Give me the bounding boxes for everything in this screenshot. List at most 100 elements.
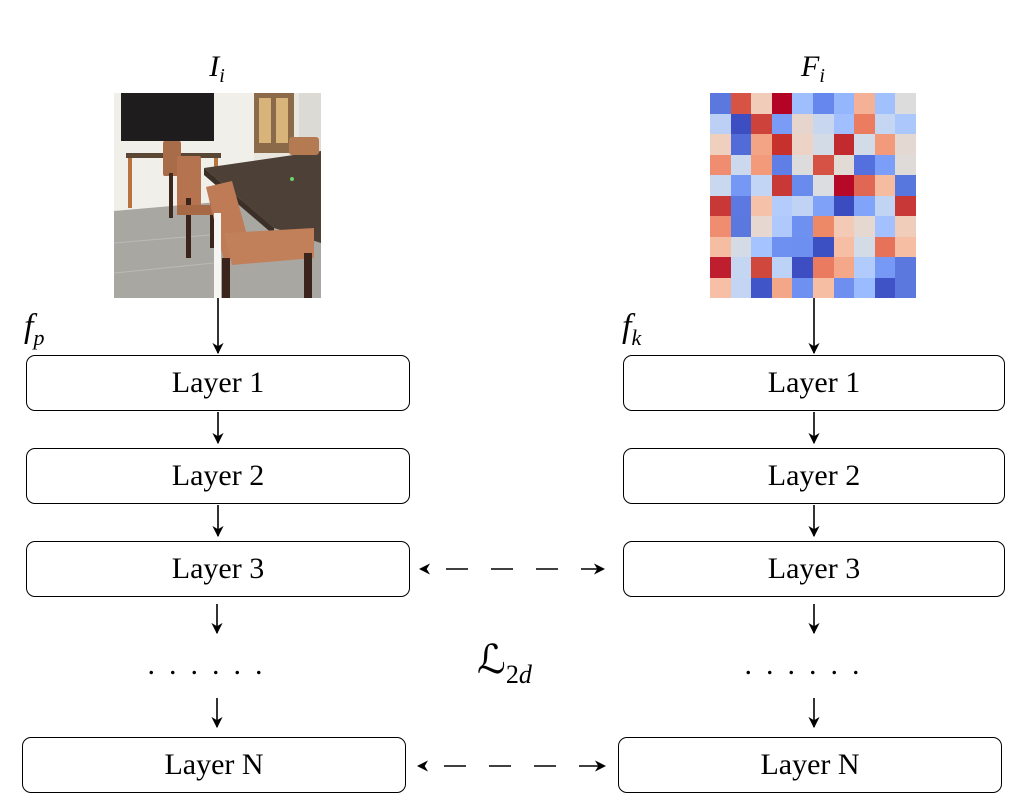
heatmap-cell xyxy=(792,113,813,134)
heatmap-cell xyxy=(895,113,916,134)
heatmap-cell xyxy=(771,277,793,298)
heatmap-cell xyxy=(874,216,896,237)
right-layer-2-label: Layer 2 xyxy=(767,459,861,492)
left-layer-2: Layer 2 xyxy=(26,448,410,504)
network-label-fk-base: f xyxy=(622,308,632,345)
heatmap-cell xyxy=(813,216,834,237)
heatmap-cell xyxy=(813,195,834,216)
heatmap-cell xyxy=(730,216,752,237)
right-layer-n: Layer N xyxy=(618,737,1002,793)
heatmap-cell xyxy=(792,257,813,278)
left-layer-1: Layer 1 xyxy=(26,355,410,411)
left-layer-n-label: Layer N xyxy=(164,748,264,781)
heatmap-cell xyxy=(710,236,731,257)
heatmap-cell xyxy=(771,175,793,196)
heatmap-cell xyxy=(874,154,896,175)
heatmap-cell xyxy=(854,236,875,257)
heatmap-cell xyxy=(895,257,916,278)
heatmap-cell xyxy=(730,154,752,175)
heatmap-cell xyxy=(771,257,793,278)
right-layer-1: Layer 1 xyxy=(623,355,1005,411)
left-ellipsis: ...... xyxy=(147,648,277,681)
feature-map-label-sub: i xyxy=(819,65,825,87)
heatmap-cell xyxy=(874,195,896,216)
heatmap-cell xyxy=(771,93,793,114)
heatmap-cell xyxy=(874,277,896,298)
heatmap-cell xyxy=(771,134,793,155)
heatmap-cell xyxy=(895,216,916,237)
heatmap-cell xyxy=(854,134,875,155)
network-label-fp-sub: p xyxy=(33,325,45,350)
left-layer-2-label: Layer 2 xyxy=(171,459,265,492)
heatmap-cell xyxy=(730,257,752,278)
heatmap-cell xyxy=(710,154,731,175)
feature-heatmap xyxy=(710,93,916,298)
loss-label-sub-var: d xyxy=(518,660,532,689)
heatmap-cell xyxy=(895,134,916,155)
heatmap-cell xyxy=(710,134,731,155)
right-layer-2: Layer 2 xyxy=(623,448,1005,504)
loss-label-sub-num: 2 xyxy=(505,660,519,689)
heatmap-cell xyxy=(833,195,855,216)
heatmap-cell xyxy=(895,154,916,175)
heatmap-cell xyxy=(895,195,916,216)
heatmap-cell xyxy=(751,236,772,257)
network-label-fk: fk xyxy=(622,310,641,349)
heatmap-cell xyxy=(874,257,896,278)
heatmap-cell xyxy=(833,154,855,175)
heatmap-cell xyxy=(730,134,752,155)
heatmap-cell xyxy=(833,113,855,134)
network-label-fp: fp xyxy=(24,310,44,349)
heatmap-cell xyxy=(751,216,772,237)
heatmap-cell xyxy=(895,277,916,298)
heatmap-cell xyxy=(854,93,875,114)
heatmap-cell xyxy=(854,257,875,278)
heatmap-cell xyxy=(771,113,793,134)
loss-label: ℒ2d xyxy=(477,640,532,688)
heatmap-cell xyxy=(792,277,813,298)
heatmap-cell xyxy=(813,93,834,114)
heatmap-cell xyxy=(710,175,731,196)
left-layer-n: Layer N xyxy=(22,737,406,793)
heatmap-cell xyxy=(874,236,896,257)
heatmap-cell xyxy=(833,236,855,257)
heatmap-cell xyxy=(895,236,916,257)
heatmap-cell xyxy=(751,93,772,114)
right-layer-3-label: Layer 3 xyxy=(767,552,861,585)
right-layer-1-label: Layer 1 xyxy=(767,366,861,399)
heatmap-cell xyxy=(792,175,813,196)
heatmap-cell xyxy=(730,175,752,196)
heatmap-cell xyxy=(813,154,834,175)
heatmap-cell xyxy=(813,257,834,278)
heatmap-cell xyxy=(792,134,813,155)
heatmap-cell xyxy=(771,236,793,257)
heatmap-cell xyxy=(813,236,834,257)
heatmap-cell xyxy=(813,175,834,196)
heatmap-cell xyxy=(813,134,834,155)
left-layer-3: Layer 3 xyxy=(26,541,410,597)
heatmap-cell xyxy=(751,154,772,175)
heatmap-cell xyxy=(833,93,855,114)
heatmap-cell xyxy=(730,195,752,216)
heatmap-cell xyxy=(854,113,875,134)
heatmap-cell xyxy=(710,93,731,114)
input-image xyxy=(114,93,321,298)
heatmap-cell xyxy=(730,93,752,114)
heatmap-cell xyxy=(792,93,813,114)
heatmap-cell xyxy=(771,195,793,216)
heatmap-cell xyxy=(710,277,731,298)
right-layer-3: Layer 3 xyxy=(623,541,1005,597)
left-layer-1-label: Layer 1 xyxy=(171,366,265,399)
heatmap-cell xyxy=(813,277,834,298)
heatmap-cell xyxy=(710,195,731,216)
heatmap-cell xyxy=(895,175,916,196)
heatmap-cell xyxy=(751,175,772,196)
feature-map-label-base: F xyxy=(801,50,820,83)
heatmap-cell xyxy=(730,113,752,134)
heatmap-cell xyxy=(751,113,772,134)
heatmap-cell xyxy=(792,236,813,257)
heatmap-cell xyxy=(771,216,793,237)
heatmap-cell xyxy=(854,216,875,237)
right-layer-n-label: Layer N xyxy=(760,748,860,781)
